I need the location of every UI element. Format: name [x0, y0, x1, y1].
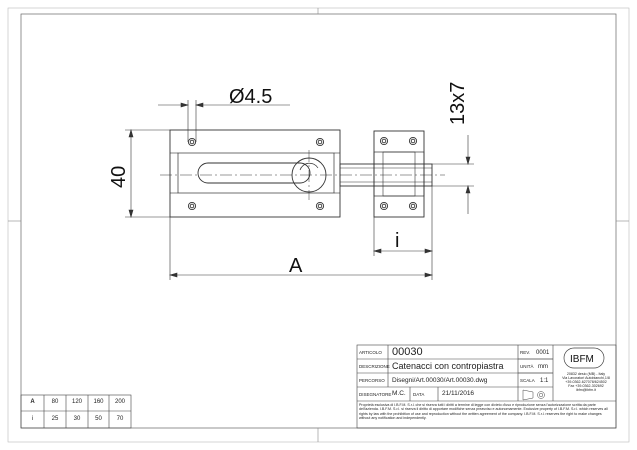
size-table-cell: 70: [116, 416, 124, 422]
size-table-header-a: A: [30, 399, 35, 405]
unita-value: mm: [538, 364, 548, 370]
dim-strike-size-label: 13x7: [447, 82, 469, 125]
dim-body-height: [125, 128, 170, 219]
dim-body-height-label: 40: [108, 166, 130, 188]
dim-gap-label: i: [395, 230, 399, 252]
company-address: 20832 desio (MB) - Italy Via Lavoratori …: [560, 372, 612, 392]
descrizione-value: Catenacci con contropiastra: [392, 361, 504, 371]
company-logo: [563, 347, 605, 369]
size-table-header-i: i: [31, 416, 34, 422]
size-table-cell: 50: [95, 416, 102, 422]
data-label: DATA: [413, 392, 425, 397]
rev-value: 0001: [536, 350, 550, 356]
articolo-label: ARTICOLO: [359, 350, 382, 355]
unita-label: UNITÀ: [520, 364, 534, 369]
percorso-label: PERCORSO: [359, 378, 385, 383]
strike-plate: [373, 130, 425, 218]
size-table-grid: [20, 394, 132, 429]
bolt-slot: [197, 162, 311, 184]
center-lines: [160, 150, 445, 200]
size-table-cell: 30: [73, 416, 81, 422]
company-line: +39-0362-627078/624502: [565, 380, 607, 385]
size-table-cell: 160: [93, 399, 104, 405]
size-table-cell: 25: [51, 416, 59, 422]
size-table-cell: 80: [51, 399, 59, 405]
border-ticks: [8, 8, 629, 442]
company-line: ibfm@ibfm.it: [575, 388, 597, 393]
legal-notice: Proprietà esclusiva di I.B.F.M. S.r.l. c…: [359, 403, 608, 420]
projection-symbol-icon: [522, 389, 545, 401]
disegnatore-value: M.C.: [392, 390, 406, 397]
dim-length: [168, 217, 434, 280]
dim-length-label: A: [289, 255, 303, 277]
scala-label: SCALA: [520, 378, 535, 383]
sheet-outer-border: [7, 7, 630, 443]
percorso-value: Disegni/Art.00030/Art.00030.dwg: [392, 377, 488, 384]
dim-hole-diameter: [158, 100, 290, 142]
articolo-value: 00030: [392, 346, 423, 358]
company-line: Fax +39-0362-302692: [568, 384, 604, 389]
rev-label: REV.: [520, 350, 531, 355]
scala-value: 1:1: [540, 378, 549, 384]
size-table-cell: 200: [114, 399, 125, 405]
logo-text: IBFM: [570, 354, 594, 365]
size-table-cell: 120: [71, 399, 82, 405]
mounting-holes: [187, 137, 325, 211]
data-value: 21/11/2016: [442, 390, 475, 397]
company-line: 20832 desio (MB) - Italy: [566, 372, 606, 376]
dim-gap: [372, 186, 434, 280]
title-block-grid: [356, 344, 617, 429]
dim-strike-size: [432, 135, 474, 214]
descrizione-label: DESCRIZIONE: [359, 364, 390, 369]
disegnatore-label: DISEGNATORE: [359, 392, 392, 397]
company-line: Via Lavoratori Autobianchi,1/8: [562, 376, 610, 381]
dim-hole-diameter-label: Ø4.5: [229, 86, 272, 108]
